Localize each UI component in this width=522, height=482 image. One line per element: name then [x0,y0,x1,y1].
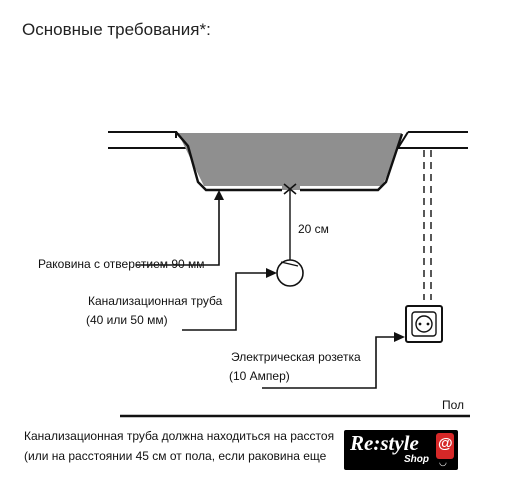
socket-label-line2: (10 Ампер) [229,369,290,383]
socket-face [415,315,433,333]
distance-label: 20 см [298,222,329,236]
sink-bowl [178,133,402,190]
socket-leader [262,336,397,389]
drain-leader [182,272,270,331]
footnote-line2: (или на расстоянии 45 см от пола, если р… [24,449,327,463]
restyle-shop-logo: Re:style Shop @ ◡ [344,430,458,470]
socket-leader-arrow [394,332,405,342]
countertop [108,131,186,149]
page-title: Основные требования*: [22,20,211,39]
countertop-right [397,131,468,149]
footnote-line1: Канализационная труба должна находиться … [24,429,335,443]
sink-leader-arrow [214,190,224,200]
drain-label-line1: Канализационная труба [88,294,223,308]
sink-leader [136,196,220,266]
sink-wall [175,131,404,192]
drain-label-line2: (40 или 50 мм) [86,313,168,327]
socket-pin-left [418,322,422,326]
drain-leader-arrow [266,268,277,278]
logo-at-icon: @ [438,435,453,452]
logo-shop-text: Shop [404,454,429,465]
sink-label: Раковина с отверстием 90 мм [38,257,205,271]
logo-badge [436,433,454,459]
socket-pin-right [426,322,430,326]
drain-pipe-tick [280,261,299,267]
logo-brand-text: Re:style [350,431,419,455]
drain-hole [283,183,297,195]
logo-cart-icon: ◡ [439,457,447,467]
socket-label-line1: Электрическая розетка [231,350,361,364]
floor-label: Пол [442,398,465,412]
